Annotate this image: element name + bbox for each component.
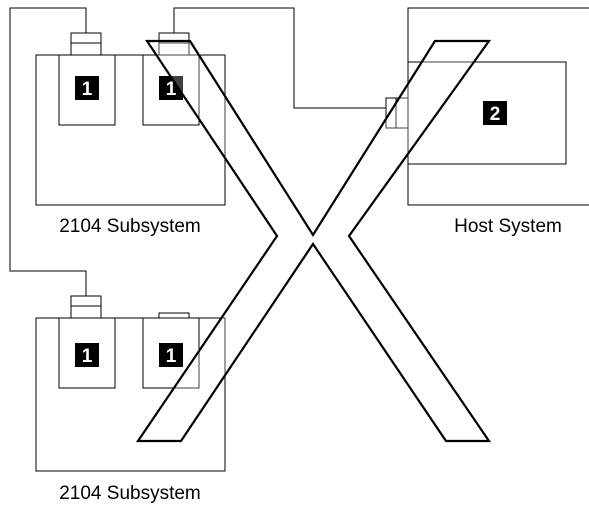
badge-label-top-left: 1	[82, 79, 93, 100]
subsystem-label-top: 2104 Subsystem	[59, 216, 201, 237]
badge-top-left	[75, 76, 99, 100]
cable-upper-left-to-lower-subsystem	[9, 7, 87, 296]
host-connector-socket	[395, 97, 409, 129]
subsystem-label-bottom: 2104 Subsystem	[59, 483, 201, 504]
cable-upper-right-to-host	[173, 7, 386, 109]
host-label: Host System	[454, 216, 562, 237]
badge-label-bottom-left: 1	[82, 346, 93, 367]
connector-bottom-left-socket	[70, 305, 102, 319]
badge-bottom-right	[159, 343, 183, 367]
badge-bottom-left	[75, 343, 99, 367]
badge-host	[483, 101, 507, 125]
connector-top-left-socket	[70, 42, 102, 56]
x-mark-icon	[135, 39, 492, 443]
connector-bottom-right-socket	[158, 312, 190, 319]
connector-top-left-plug	[70, 32, 102, 44]
badge-label-top-right: 1	[166, 79, 177, 100]
badge-label-bottom-right: 1	[166, 346, 177, 367]
badge-label-host: 2	[490, 104, 501, 125]
connector-bottom-left-plug	[70, 295, 102, 307]
